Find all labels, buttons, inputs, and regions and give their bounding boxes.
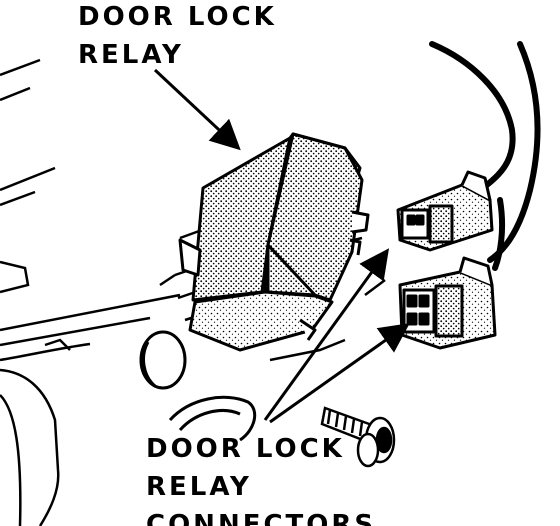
mounting-screw (320, 406, 396, 468)
connectors-label-line3: CONNECTORS (146, 510, 377, 526)
relay-connector-upper (396, 170, 494, 252)
relay-connector-lower (398, 256, 497, 350)
leader-arrows (153, 68, 410, 424)
connectors-label-line1: DOOR LOCK (146, 434, 345, 464)
wiring-harness (429, 41, 541, 271)
grommet (139, 330, 187, 390)
door-lock-relay-connectors-label: DOOR LOCK RELAY CONNECTORS (146, 430, 376, 526)
connectors-label-line2: RELAY (146, 472, 252, 502)
relay-label-line1: DOOR LOCK (78, 2, 277, 32)
relay-label-line2: RELAY (78, 40, 184, 70)
door-lock-relay-label: DOOR LOCK RELAY (78, 0, 277, 74)
door-lock-relay (178, 132, 370, 352)
lower-panel (168, 395, 257, 442)
